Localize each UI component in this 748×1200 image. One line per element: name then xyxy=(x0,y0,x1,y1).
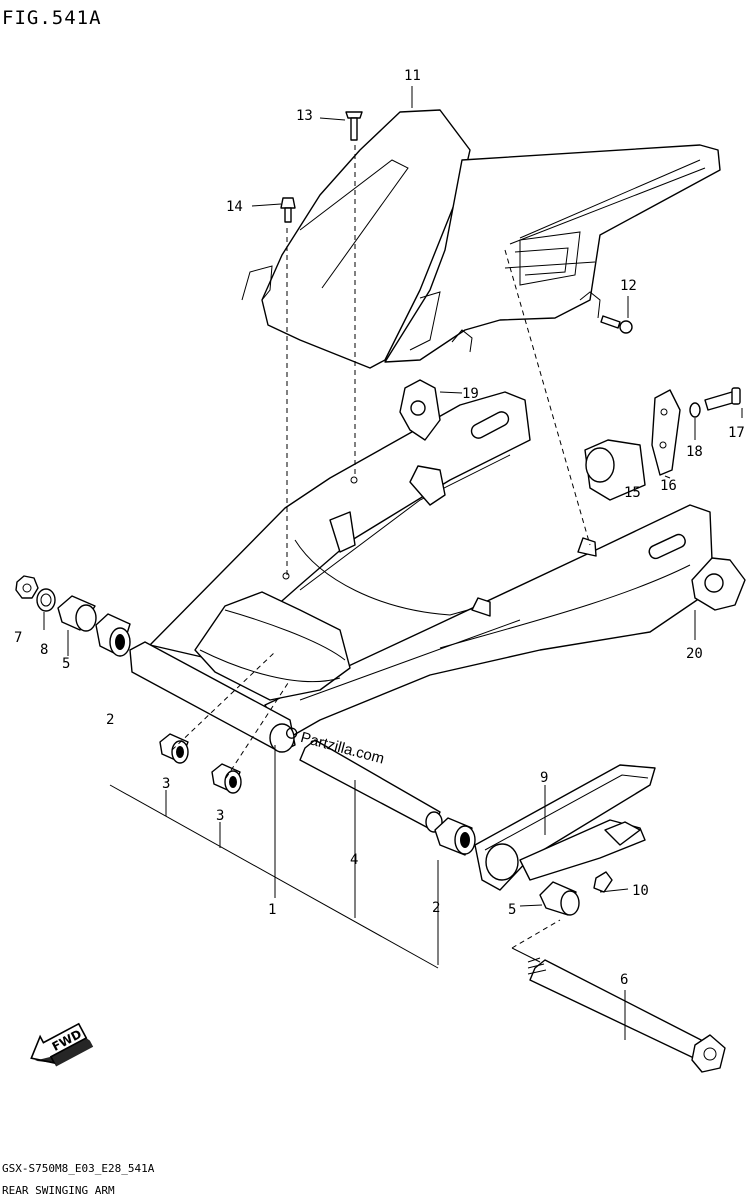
callout-11: 11 xyxy=(404,68,421,84)
figure-title: FIG.541A xyxy=(2,7,102,29)
needle-bearing-3b[interactable] xyxy=(211,763,242,794)
callout-17: 17 xyxy=(728,425,745,441)
callout-16: 16 xyxy=(660,478,677,494)
callouts: 1 2 2 3 3 4 5 5 6 7 8 9 10 11 12 13 14 1… xyxy=(14,68,745,988)
callout-3b: 3 xyxy=(216,808,224,824)
callout-4: 4 xyxy=(350,852,358,868)
callout-12: 12 xyxy=(620,278,637,294)
rivet-14[interactable] xyxy=(280,197,296,223)
callout-15: 15 xyxy=(624,485,641,501)
swingarm[interactable] xyxy=(129,391,713,753)
bolt-10[interactable] xyxy=(593,871,613,893)
callout-3a: 3 xyxy=(162,776,170,792)
callout-5a: 5 xyxy=(62,656,70,672)
callout-18: 18 xyxy=(686,444,703,460)
callout-6: 6 xyxy=(620,972,628,988)
figure-caption: REAR SWINGING ARM xyxy=(2,1184,115,1197)
chain-adjuster-16[interactable] xyxy=(651,389,681,476)
callout-9: 9 xyxy=(540,770,548,786)
pivot-shaft-6[interactable] xyxy=(527,957,726,1073)
chain-buffer-9[interactable] xyxy=(474,764,656,891)
callout-20: 20 xyxy=(686,646,703,662)
callout-10: 10 xyxy=(632,883,649,899)
chain-guide-15[interactable] xyxy=(584,439,646,501)
washer-8[interactable] xyxy=(36,588,56,612)
bracket-19[interactable] xyxy=(399,379,441,441)
callout-2a: 2 xyxy=(106,712,114,728)
bracket-20[interactable] xyxy=(691,557,746,611)
leader-lines xyxy=(43,86,743,1040)
callout-1: 1 xyxy=(268,902,276,918)
bearing-2-right[interactable] xyxy=(434,817,476,856)
fwd-arrow-icon: FWD xyxy=(30,1022,94,1067)
callout-2b: 2 xyxy=(432,900,440,916)
collar-5-right[interactable] xyxy=(539,881,580,916)
bolt-12[interactable] xyxy=(600,315,633,334)
callout-8: 8 xyxy=(40,642,48,658)
callout-5b: 5 xyxy=(508,902,516,918)
collar-5-left[interactable] xyxy=(57,595,97,632)
nut-7[interactable] xyxy=(15,575,39,599)
chain-case[interactable] xyxy=(241,109,721,369)
nut-18[interactable] xyxy=(689,402,701,418)
callout-14: 14 xyxy=(226,199,243,215)
model-code: GSX-S750M8_E03_E28_541A xyxy=(2,1162,155,1175)
spacer-4[interactable] xyxy=(299,739,443,833)
bearing-left[interactable] xyxy=(95,613,131,657)
bolt-17[interactable] xyxy=(704,387,741,411)
callout-13: 13 xyxy=(296,108,313,124)
callout-7: 7 xyxy=(14,630,22,646)
screw-13[interactable] xyxy=(345,111,363,141)
callout-19: 19 xyxy=(462,386,479,402)
